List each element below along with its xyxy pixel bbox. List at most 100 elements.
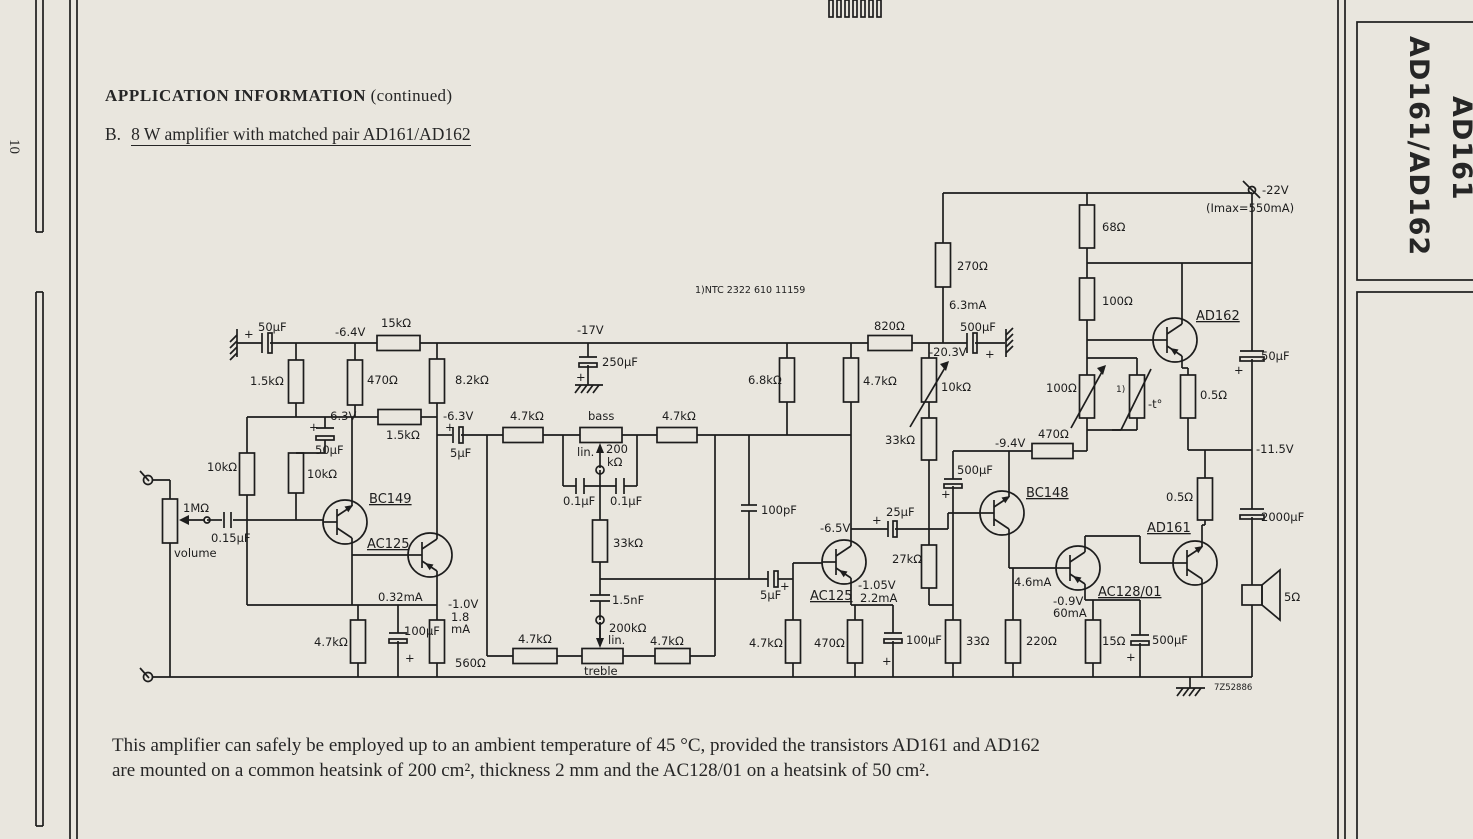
schematic-label: 270Ω — [957, 259, 988, 273]
page-title-bold: APPLICATION INFORMATION — [105, 86, 367, 105]
schematic-label: volume — [174, 546, 217, 560]
schematic-label: 10kΩ — [207, 460, 237, 474]
schematic-label: -20.3V — [929, 345, 967, 359]
schematic-labels: -22V(Imax=550mA)68Ω100ΩAD162270Ω6.3mA1)N… — [174, 183, 1304, 693]
transistor-ad161 — [1172, 540, 1218, 586]
schematic-label: 220Ω — [1026, 634, 1057, 648]
schematic-label: -9.4V — [995, 436, 1025, 450]
schematic-label: + — [576, 370, 586, 384]
schematic-label: 500µF — [1152, 633, 1188, 647]
schematic-label: 1) — [1116, 385, 1125, 395]
schematic-label: 5µF — [450, 446, 471, 460]
schematic-label: 0.5Ω — [1166, 490, 1193, 504]
schematic-label: 10kΩ — [941, 380, 971, 394]
schematic-label: 470Ω — [367, 373, 398, 387]
schematic-label: 50µF — [315, 443, 344, 457]
application-note-paragraph: This amplifier can safely be employed up… — [112, 733, 1362, 783]
schematic-label: 27kΩ — [892, 552, 922, 566]
schematic-label: 0.32mA — [378, 590, 423, 604]
schematic-label: 1MΩ — [183, 501, 209, 515]
schematic-label: 0.15µF — [211, 531, 251, 545]
schematic-label: 33Ω — [966, 634, 990, 648]
schematic-label: 470Ω — [1038, 427, 1069, 441]
schematic-label: + — [882, 654, 892, 668]
schematic-label: 33kΩ — [885, 433, 915, 447]
schematic-label: 470Ω — [814, 636, 845, 650]
schematic-label: 6.8kΩ — [748, 373, 782, 387]
schematic-label: -6.4V — [335, 325, 365, 339]
schematic-transistors — [322, 317, 1218, 591]
schematic-label: 100pF — [761, 503, 797, 517]
schematic-label: 33kΩ — [613, 536, 643, 550]
schematic-label: 4.7kΩ — [510, 409, 544, 423]
schematic-label: 4.7kΩ — [863, 374, 897, 388]
schematic-label: 0.5Ω — [1200, 388, 1227, 402]
schematic-label: 50µF — [258, 320, 287, 334]
schematic-label: -17V — [577, 323, 604, 337]
paragraph-line-1: This amplifier can safely be employed up… — [112, 735, 1040, 756]
transistor-leads — [351, 263, 1205, 677]
schematic-label: + — [244, 327, 254, 341]
schematic-label: -22V — [1262, 183, 1289, 197]
transistor-bc148 — [979, 490, 1025, 536]
schematic-label: + — [445, 420, 455, 434]
speaker-icon — [1241, 568, 1281, 622]
schematic-label: 15kΩ — [381, 316, 411, 330]
section-title: 8 W amplifier with matched pair AD161/AD… — [131, 124, 471, 146]
schematic-label: -6.5V — [820, 521, 850, 535]
schematic-resistors — [161, 204, 1214, 665]
section-prefix: B. — [105, 124, 122, 144]
schematic-label: + — [780, 579, 790, 593]
schematic-label: 500µF — [957, 463, 993, 477]
schematic-label: kΩ — [607, 455, 623, 469]
schematic-label: AD161 — [1147, 521, 1191, 536]
schematic-label: 8.2kΩ — [455, 373, 489, 387]
schematic-label: + — [309, 420, 319, 434]
schematic-label: 200kΩ — [609, 621, 647, 635]
schematic-label: 7Z52886 — [1214, 683, 1252, 693]
schematic-label: lin. — [577, 445, 594, 459]
schematic-label: 10kΩ — [307, 467, 337, 481]
schematic-label: 820Ω — [874, 319, 905, 333]
schematic-label: -0.9V — [1053, 594, 1083, 608]
schematic-label: + — [405, 651, 415, 665]
schematic-label: treble — [584, 664, 618, 678]
transistor-ac125-2 — [821, 539, 867, 585]
schematic-label: bass — [588, 409, 614, 423]
schematic-label: 0.1µF — [610, 494, 642, 508]
schematic-label: BC149 — [369, 492, 412, 507]
registration-barcode — [828, 0, 882, 18]
schematic-label: 5µF — [760, 588, 781, 602]
schematic-label: 68Ω — [1102, 220, 1126, 234]
schematic-label: 15Ω — [1102, 634, 1126, 648]
page-title: APPLICATION INFORMATION (continued) — [105, 86, 452, 106]
schematic-label: 5Ω — [1284, 590, 1300, 604]
schematic-label: -6.3V — [443, 409, 473, 423]
schematic-label: + — [872, 513, 882, 527]
schematic-label: AC125 — [367, 537, 410, 552]
page-title-suffix: (continued) — [366, 86, 453, 105]
schematic-label: 4.6mA — [1014, 575, 1051, 589]
schematic-label: 4.7kΩ — [650, 634, 684, 648]
schematic-capacitors — [223, 332, 1265, 646]
schematic-label: -11.5V — [1256, 442, 1294, 456]
schematic-label: 560Ω — [455, 656, 486, 670]
schematic-label: 100Ω — [1046, 381, 1077, 395]
schematic-label: 1.8 — [451, 610, 469, 624]
schematic-label: mA — [451, 622, 470, 636]
schematic-label: 4.7kΩ — [518, 632, 552, 646]
schematic-label: 200 — [606, 442, 628, 456]
page-number: 10 — [6, 139, 22, 154]
schematic-label: 0.1µF — [563, 494, 595, 508]
page-borders — [35, 0, 1473, 839]
tab-label-ad161: AD161 — [1446, 96, 1473, 201]
schematic-label: 100µF — [906, 633, 942, 647]
schematic-label: 2.2mA — [860, 591, 897, 605]
schematic-label: 25µF — [886, 505, 915, 519]
schematic-label: -t° — [1148, 397, 1162, 411]
schematic-label: 4.7kΩ — [314, 635, 348, 649]
schematic-wires — [139, 180, 1261, 679]
schematic-label: 100µF — [404, 624, 440, 638]
